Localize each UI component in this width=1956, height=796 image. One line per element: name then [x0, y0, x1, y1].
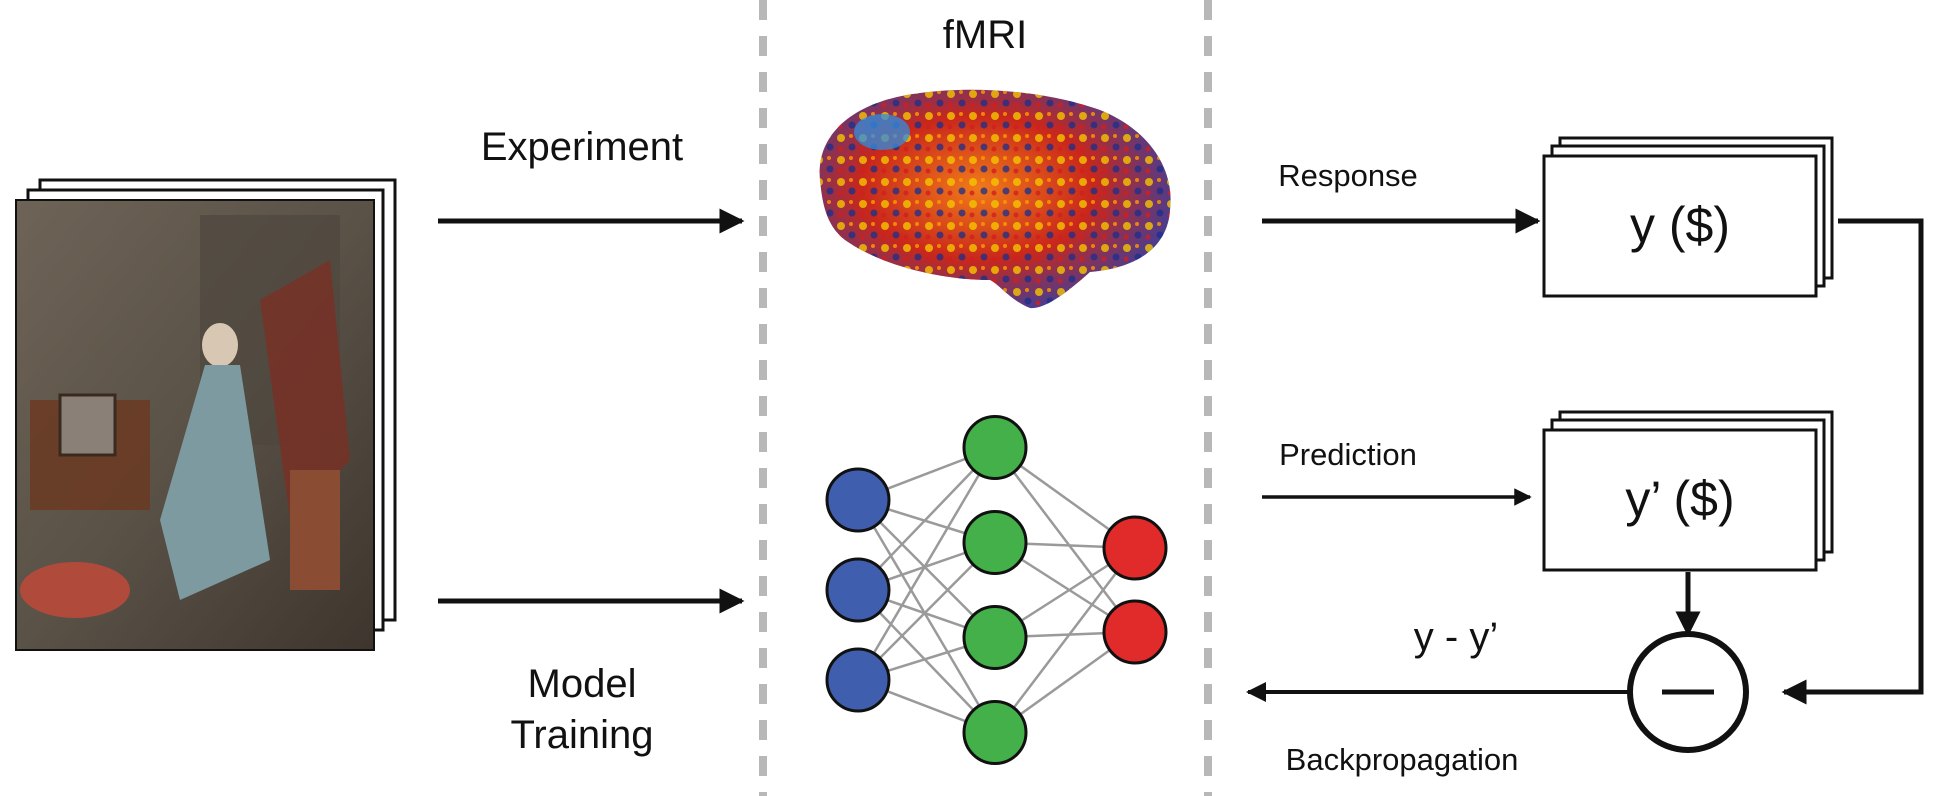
- network-edge: [857, 589, 996, 734]
- fmri-brain-image: [819, 89, 1171, 309]
- network-edge: [857, 446, 996, 591]
- backprop-label: Backpropagation: [1286, 742, 1519, 777]
- response-box: [1542, 154, 1818, 298]
- output-node: [1102, 599, 1168, 665]
- network-edge: [994, 446, 1136, 633]
- hidden-node: [962, 605, 1028, 670]
- neural-network: [825, 415, 1168, 765]
- response-label: Response: [1278, 158, 1418, 193]
- hidden-node: [962, 700, 1028, 765]
- input-node: [825, 467, 891, 533]
- prediction-box-stack: y’ ($): [1542, 410, 1834, 572]
- fmri-label: fMRI: [943, 13, 1027, 57]
- prediction-label: Prediction: [1279, 437, 1417, 472]
- hidden-node: [962, 510, 1028, 575]
- input-node: [825, 557, 891, 623]
- prediction-box: [1542, 428, 1818, 572]
- input-node: [825, 647, 891, 713]
- stimulus-image-stack: [15, 178, 397, 651]
- network-edge: [856, 446, 997, 681]
- hidden-node: [962, 415, 1028, 480]
- difference-label: y - y’: [1414, 615, 1498, 659]
- experiment-label: Experiment: [481, 125, 683, 169]
- response-box-stack: y ($): [1542, 136, 1834, 298]
- response-value: y ($): [1630, 197, 1730, 253]
- model-label: Model: [528, 662, 637, 706]
- network-edge: [994, 547, 1136, 734]
- network-edge: [856, 499, 997, 734]
- response-feedback-arrow: [1781, 218, 1924, 705]
- prediction-value: y’ ($): [1625, 471, 1734, 527]
- painting-image: [15, 199, 375, 651]
- training-label: Training: [510, 713, 653, 757]
- output-node: [1102, 515, 1168, 581]
